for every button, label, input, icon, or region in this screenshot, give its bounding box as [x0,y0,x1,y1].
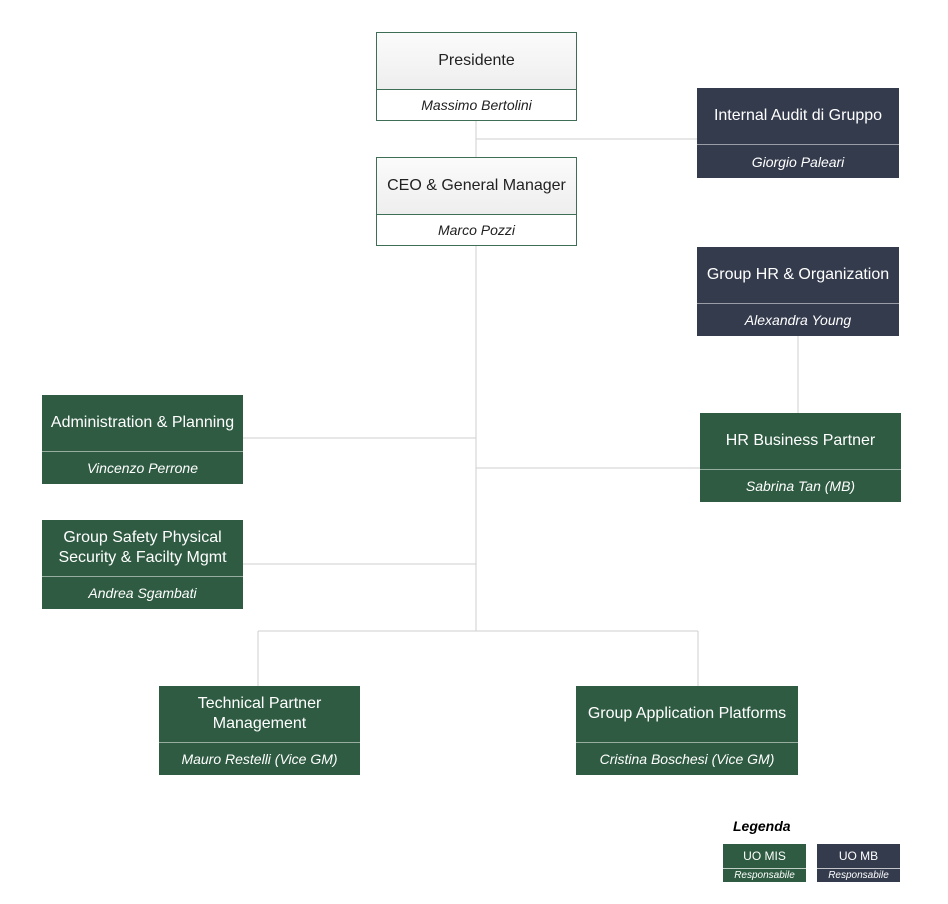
node-group-safety: Group Safety Physical Security & Facilty… [42,520,243,609]
legend-mis: UO MIS Responsabile [723,844,806,882]
node-person: Sabrina Tan (MB) [700,469,901,502]
node-person: Alexandra Young [697,303,899,336]
node-title: HR Business Partner [725,432,876,449]
node-person: Massimo Bertolini [377,89,576,120]
legend-mis-label: UO MIS [743,849,786,863]
node-title: Group HR & Organization [706,266,890,283]
node-person: Cristina Boschesi (Vice GM) [576,742,798,775]
node-title: CEO & General Manager [377,158,576,214]
node-group-hr: Group HR & Organization Alexandra Young [697,247,899,336]
node-presidente: Presidente Massimo Bertolini [376,32,577,121]
node-title: Technical Partner Management [197,695,322,732]
legend-title: Legenda [733,818,791,834]
legend-mis-sub: Responsabile [723,868,806,882]
node-title: Group Application Platforms [587,705,787,722]
node-person: Mauro Restelli (Vice GM) [159,742,360,775]
node-person: Marco Pozzi [377,214,576,245]
legend-mb-label: UO MB [838,849,879,863]
node-person: Andrea Sgambati [42,576,243,609]
node-hr-business-partner: HR Business Partner Sabrina Tan (MB) [700,413,901,502]
node-person: Giorgio Paleari [697,144,899,178]
node-ceo: CEO & General Manager Marco Pozzi [376,157,577,246]
node-group-application: Group Application Platforms Cristina Bos… [576,686,798,775]
node-administration: Administration & Planning Vincenzo Perro… [42,395,243,484]
node-title: Internal Audit di Gruppo [713,107,883,124]
legend-mb-sub: Responsabile [817,868,900,882]
node-title: Group Safety Physical Security & Facilty… [58,529,227,566]
legend-mb: UO MB Responsabile [817,844,900,882]
node-title: Presidente [377,33,576,89]
node-title: Administration & Planning [50,414,235,431]
node-technical-partner: Technical Partner Management Mauro Reste… [159,686,360,775]
node-internal-audit: Internal Audit di Gruppo Giorgio Paleari [697,88,899,178]
node-person: Vincenzo Perrone [42,451,243,484]
